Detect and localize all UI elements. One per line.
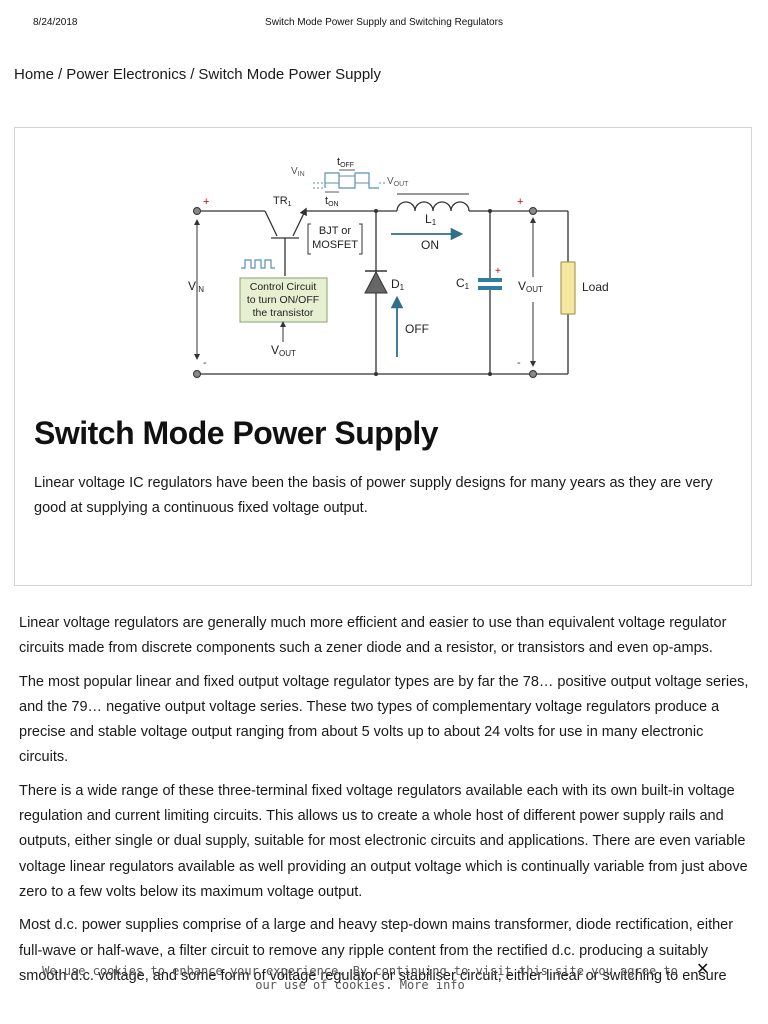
breadcrumb-home[interactable]: Home xyxy=(14,66,55,83)
article-paragraph: Linear voltage regulators are generally … xyxy=(19,615,727,657)
print-title: Switch Mode Power Supply and Switching R… xyxy=(265,17,503,28)
article-paragraph: Most d.c. power supplies comprise of a l… xyxy=(19,917,734,984)
close-icon[interactable]: ✕ xyxy=(696,959,710,978)
feedback-vout-label: VOUT xyxy=(271,343,296,358)
vout-plus-mark: + xyxy=(517,196,523,208)
vin-minus-mark: - xyxy=(203,357,207,369)
article-paragraph: There is a wide range of these three-ter… xyxy=(19,782,748,900)
vout-minus-mark: - xyxy=(517,357,521,369)
cookie-text-wrapper: We use cookies to enhance your experienc… xyxy=(30,964,690,992)
waveform-vin-label: VIN xyxy=(291,166,305,178)
vout-minus-terminal xyxy=(529,370,537,378)
transistor-tr1 xyxy=(264,207,307,276)
l1-label: L1 xyxy=(425,212,437,227)
article-paragraph: The most popular linear and fixed output… xyxy=(19,673,749,766)
toff-label: tOFF xyxy=(337,156,354,169)
tr1-label: TR1 xyxy=(273,195,292,208)
more-info-link[interactable]: More info xyxy=(399,978,465,992)
control-line-1: Control Circuit xyxy=(250,281,317,293)
c1-plus-mark: + xyxy=(495,266,501,277)
breadcrumb: Home/Power Electronics/Switch Mode Power… xyxy=(14,66,381,83)
control-line-2: to turn ON/OFF xyxy=(247,294,319,306)
breadcrumb-separator: / xyxy=(58,66,63,83)
control-pulse-waveform xyxy=(241,259,275,269)
vin-minus-terminal xyxy=(193,370,201,378)
breadcrumb-current: Switch Mode Power Supply xyxy=(198,66,381,83)
vin-plus-terminal xyxy=(193,207,201,215)
off-label: OFF xyxy=(405,322,429,336)
d1-label: D1 xyxy=(391,277,405,292)
load-label: Load xyxy=(582,280,609,294)
print-date: 8/24/2018 xyxy=(33,17,78,28)
breadcrumb-power-electronics[interactable]: Power Electronics xyxy=(66,66,187,83)
inductor-symbol xyxy=(396,201,470,212)
capacitor-c1 xyxy=(478,278,502,290)
on-label: ON xyxy=(421,238,439,252)
circuit-wires xyxy=(197,210,569,375)
pwm-waveform xyxy=(313,169,387,193)
bjt-label: BJT or xyxy=(319,225,352,237)
article-body: Linear voltage regulators are generally … xyxy=(19,611,754,997)
vout-plus-terminal xyxy=(529,207,537,215)
control-line-3: the transistor xyxy=(253,307,314,319)
mosfet-label: MOSFET xyxy=(312,239,358,251)
vin-label: VIN xyxy=(188,279,204,294)
cookie-text: We use cookies to enhance your experienc… xyxy=(42,964,678,992)
page-title: Switch Mode Power Supply xyxy=(34,415,439,451)
vout-label: VOUT xyxy=(518,279,543,294)
print-header: 8/24/2018 Switch Mode Power Supply and S… xyxy=(0,17,768,31)
waveform-vout-label: VOUT xyxy=(387,176,409,188)
load-resistor xyxy=(560,261,576,315)
diode-d1 xyxy=(364,270,388,294)
ton-label: tON xyxy=(325,195,339,208)
featured-card: VIN tOFF tON VOUT + xyxy=(14,127,752,586)
cookie-notice: We use cookies to enhance your experienc… xyxy=(0,959,768,1002)
buck-converter-diagram: VIN tOFF tON VOUT + xyxy=(188,156,609,378)
vin-plus-mark: + xyxy=(203,196,209,208)
c1-label: C1 xyxy=(456,276,470,291)
breadcrumb-separator: / xyxy=(190,66,195,83)
card-intro: Linear voltage IC regulators have been t… xyxy=(34,475,713,516)
control-circuit-box xyxy=(239,277,328,323)
